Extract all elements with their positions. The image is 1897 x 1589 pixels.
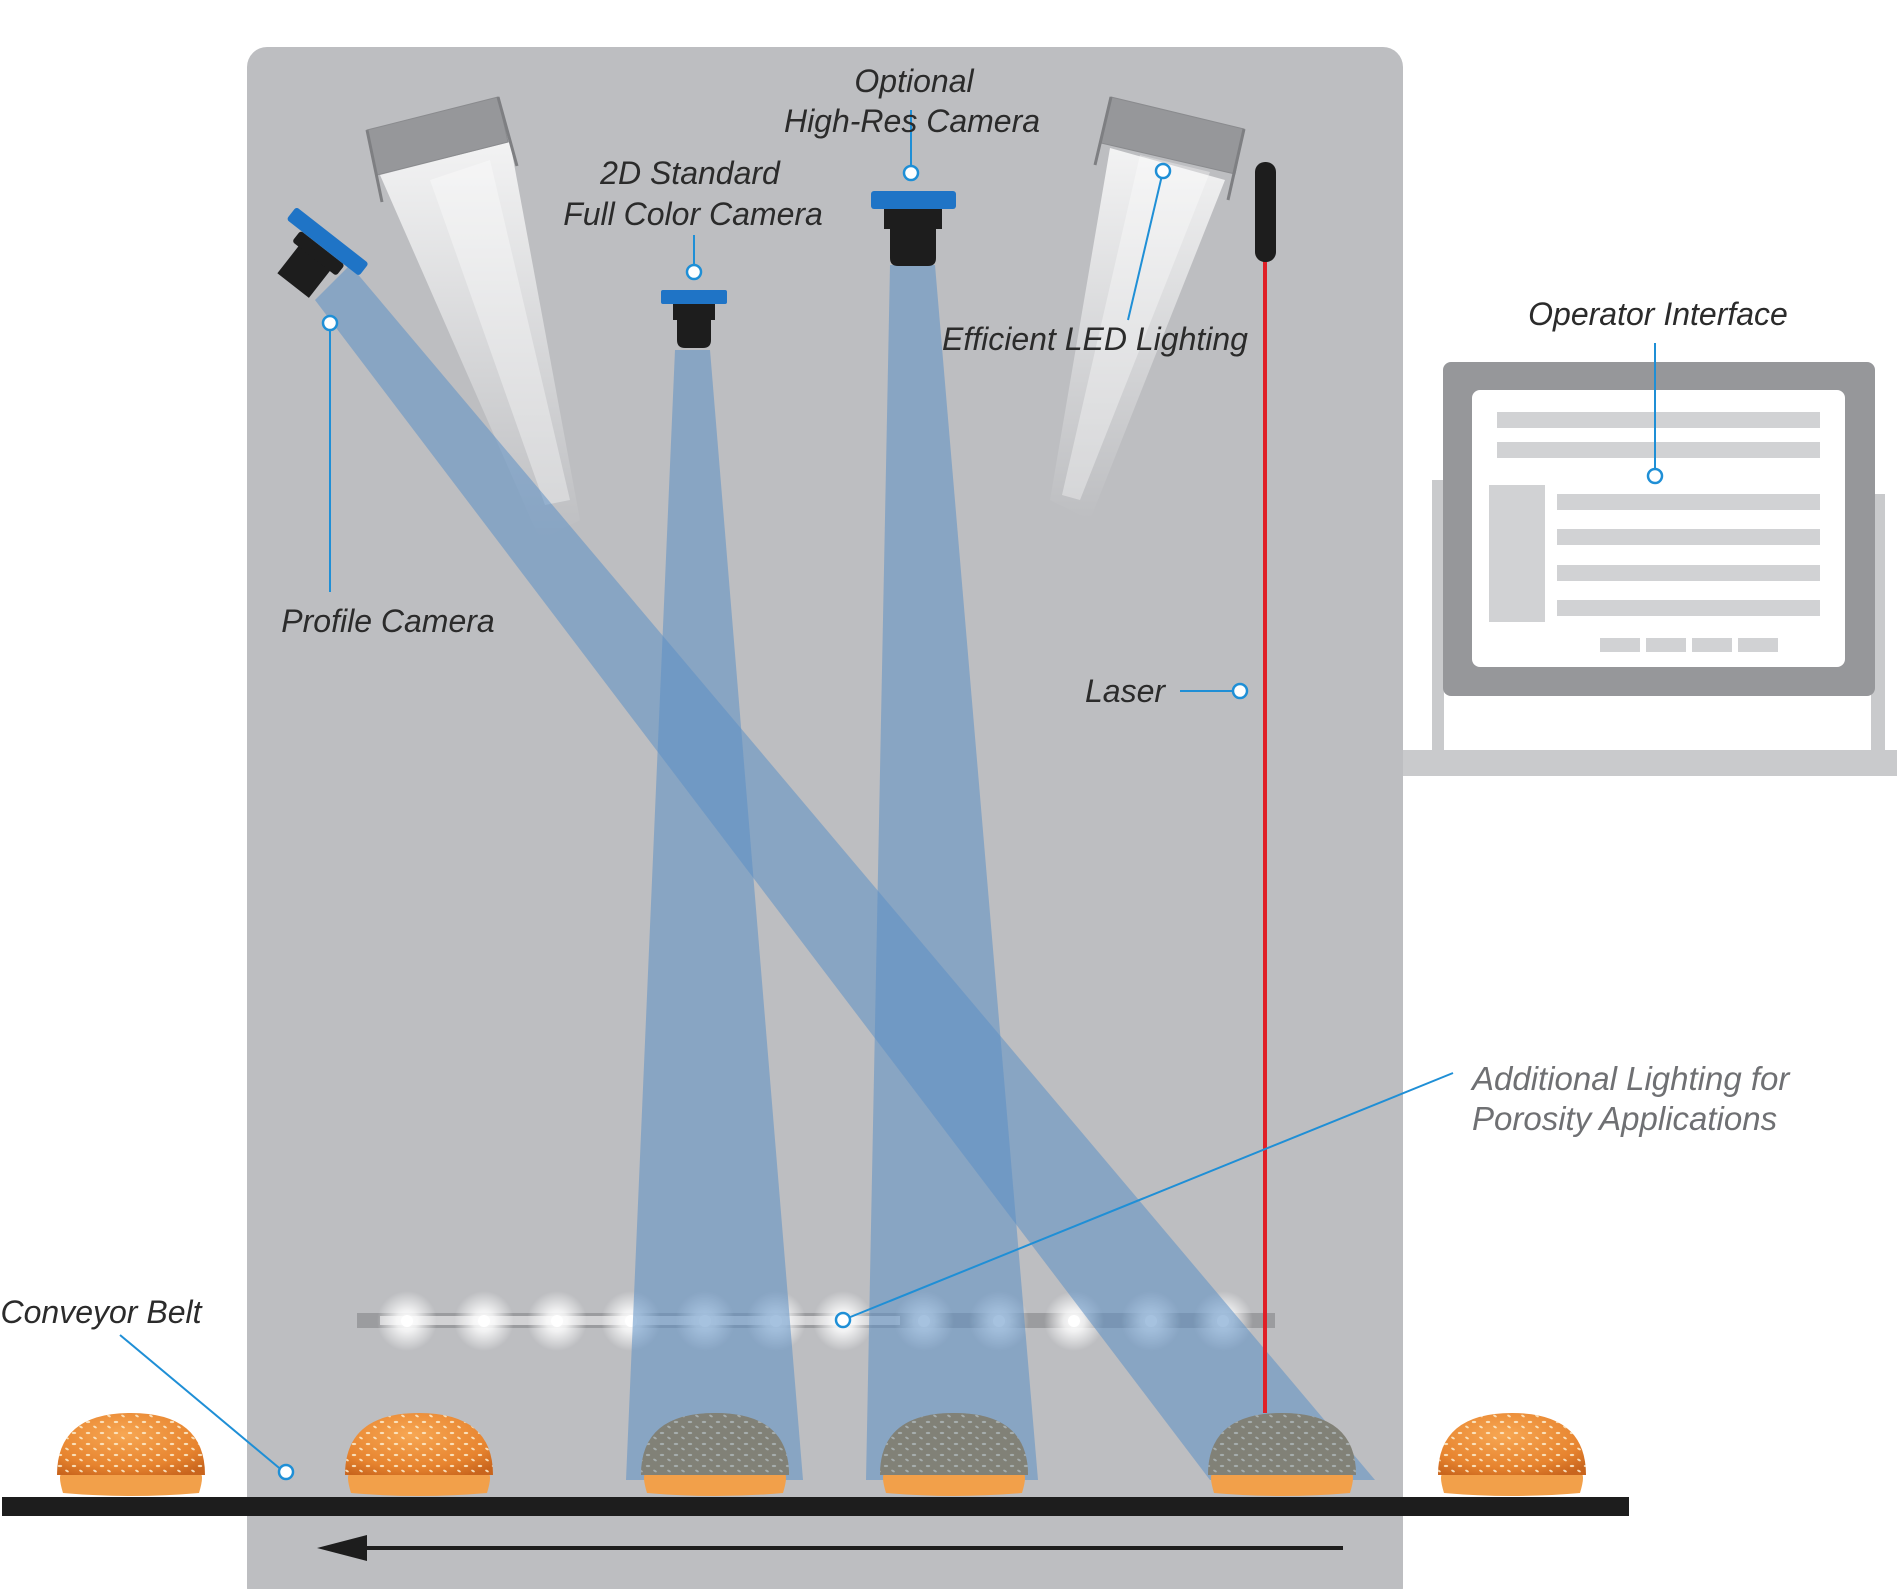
buns xyxy=(57,1413,1586,1496)
led-lighting-label: Efficient LED Lighting xyxy=(942,321,1248,357)
leader-lines xyxy=(119,110,1656,1473)
conveyor-belt xyxy=(2,1497,1629,1516)
optional-camera-label-1: Optional xyxy=(854,63,974,99)
bun-icon xyxy=(1438,1413,1586,1496)
direction-arrow-icon xyxy=(317,1535,1343,1561)
led-light-left-icon xyxy=(365,96,580,540)
standard-camera-label-2: Full Color Camera xyxy=(563,196,823,232)
profile-camera-icon xyxy=(277,208,368,298)
standard-camera-icon xyxy=(661,290,727,348)
led-dot xyxy=(551,1315,563,1327)
porosity-lighting-label-1: Additional Lighting for xyxy=(1470,1060,1791,1097)
bun-icon xyxy=(641,1413,789,1496)
profile-camera-label: Profile Camera xyxy=(281,603,494,639)
monitor-screen xyxy=(1472,390,1845,667)
led-dot xyxy=(401,1315,413,1327)
high-res-camera-icon xyxy=(871,191,956,266)
monitor-icon xyxy=(1403,362,1897,776)
bun-icon xyxy=(880,1413,1028,1496)
led-dot xyxy=(478,1315,490,1327)
bun-icon xyxy=(57,1413,205,1496)
conveyor-belt-label: Conveyor Belt xyxy=(1,1294,203,1330)
standard-camera-beam xyxy=(626,350,803,1480)
bun-icon xyxy=(1208,1413,1356,1496)
led-light-right-icon xyxy=(1050,96,1246,520)
optional-camera-label-2: High-Res Camera xyxy=(784,103,1040,139)
laser-label: Laser xyxy=(1085,673,1166,709)
standard-camera-label-1: 2D Standard xyxy=(599,155,781,191)
leader-dots xyxy=(277,162,1664,1481)
profile-camera-beam xyxy=(315,265,1375,1480)
bun-icon xyxy=(345,1413,493,1496)
led-dot xyxy=(1068,1315,1080,1327)
operator-interface-label: Operator Interface xyxy=(1528,296,1788,332)
high-res-camera-beam xyxy=(866,265,1038,1480)
camera-beams xyxy=(315,265,1375,1480)
laser-icon xyxy=(1255,162,1276,1413)
porosity-lighting-label-2: Porosity Applications xyxy=(1472,1100,1777,1137)
